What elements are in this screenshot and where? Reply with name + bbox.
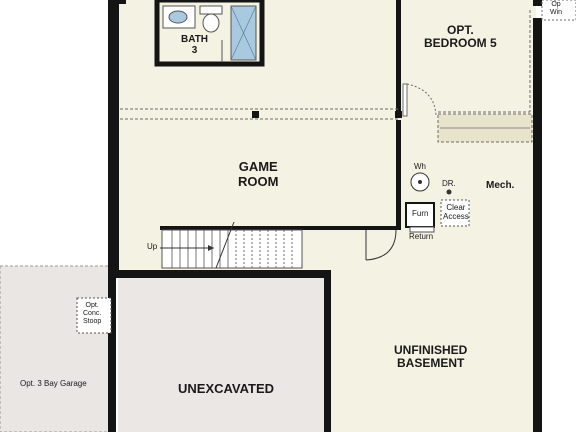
stair-arrowhead-icon — [208, 245, 214, 251]
unfinished-basement-label: UNFINISHED BASEMENT — [394, 343, 468, 371]
opt-window-label: Op Win — [550, 1, 563, 16]
game-room-east-wall — [396, 120, 401, 230]
stair-break-line — [215, 221, 235, 269]
window-well-mark — [118, 0, 126, 4]
opt-conc-stoop — [76, 297, 112, 334]
bath-3-label: BATH 3 — [181, 34, 209, 57]
dryer-label: DR. — [442, 179, 456, 188]
bedroom-west-wall — [396, 0, 401, 112]
mech-door-swing — [365, 229, 397, 261]
beam-post-2 — [395, 111, 402, 118]
bedroom-door-swing — [406, 83, 437, 117]
stair-treads — [171, 230, 293, 268]
west-wall-upper — [108, 0, 119, 277]
furnace-icon — [405, 202, 435, 228]
opt-window — [541, 0, 576, 21]
toilet-bowl-icon — [202, 13, 220, 33]
water-heater-label: Wh — [414, 162, 426, 171]
opt-bedroom-5-label: OPT. BEDROOM 5 — [424, 23, 497, 51]
unexcavated-right-wall — [324, 270, 331, 432]
east-wall — [533, 18, 542, 432]
water-heater-core-icon — [418, 180, 422, 184]
clear-access-label: Clear Access — [443, 203, 469, 221]
opt-conc-stoop-label: Opt. Conc. Stoop — [83, 302, 102, 325]
garage-area — [0, 265, 114, 432]
mech-label: Mech. — [486, 180, 515, 191]
unexcavated-area — [118, 277, 325, 432]
sink-icon — [168, 10, 188, 24]
east-wall-top — [533, 0, 542, 6]
unexcavated-top-wall — [113, 270, 331, 278]
game-room-label: GAME ROOM — [238, 159, 279, 189]
unexcavated-label: UNEXCAVATED — [178, 381, 275, 396]
shower-x-2 — [230, 5, 257, 61]
stair-box — [161, 229, 303, 269]
clear-access-zone — [440, 199, 470, 227]
beam-post-1 — [252, 111, 259, 118]
west-wall-lower — [108, 270, 116, 432]
toilet-tank-icon — [199, 5, 223, 15]
opt-3-bay-garage-label: Opt. 3 Bay Garage — [20, 379, 87, 388]
return-label: Return — [409, 232, 434, 241]
stair-wall — [160, 226, 400, 230]
drain-icon — [446, 189, 452, 195]
stair-up-label: Up — [147, 242, 158, 251]
furnace-label: Furn — [412, 209, 429, 218]
return-duct — [409, 226, 435, 233]
bedroom-door — [402, 83, 408, 117]
